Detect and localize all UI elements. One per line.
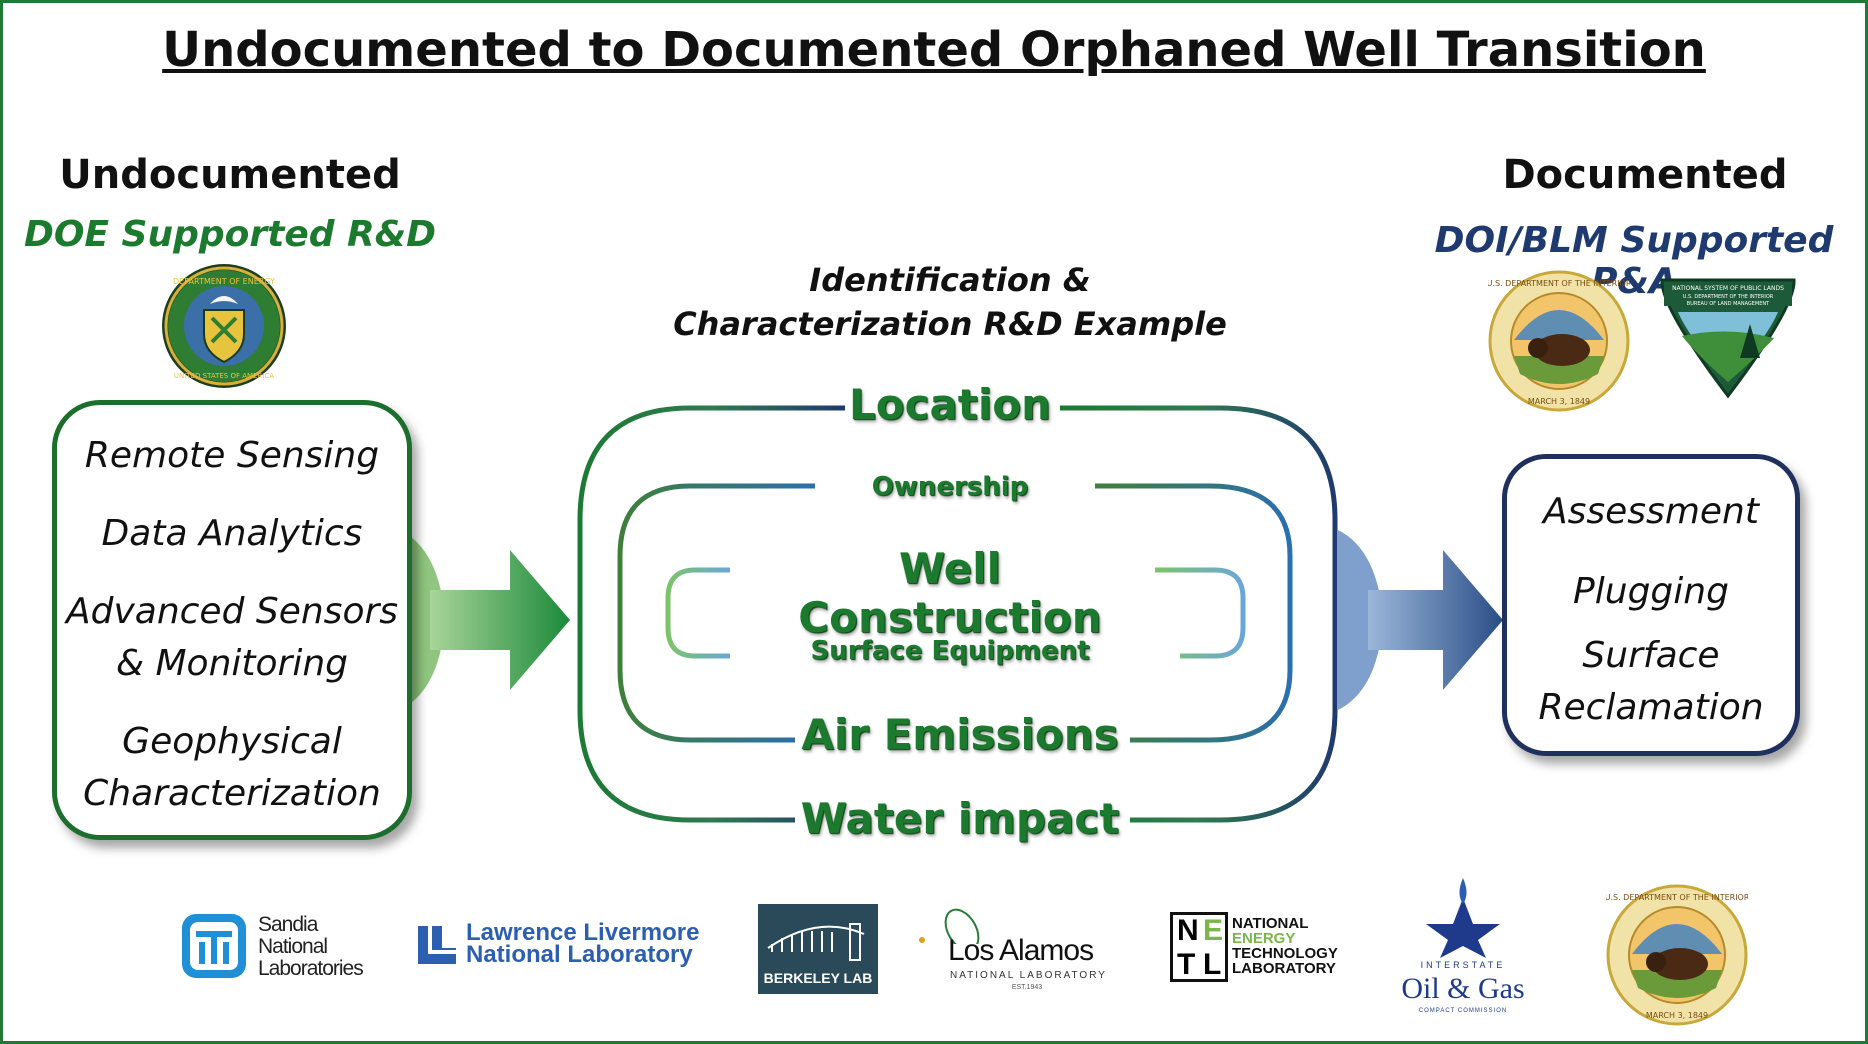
netl-text-3: TECHNOLOGY [1232,945,1338,962]
lanl-text-1: Los Alamos [948,934,1094,967]
iogcc-text-1: INTERSTATE [1420,960,1506,970]
activity-plugging: Plugging [1573,571,1729,612]
doi-seal-icon: U.S. DEPARTMENT OF THE INTERIOR MARCH 3,… [1488,270,1630,412]
doi-seal-text: U.S. DEPARTMENT OF THE INTERIOR [1606,893,1748,902]
diagram-title: Undocumented to Documented Orphaned Well… [162,22,1706,78]
label-surface-equipment: Surface Equipment [810,636,1090,666]
netl-letter-l: L [1203,948,1222,981]
label-location: Location [848,380,1052,429]
doe-seal-text: DEPARTMENT OF ENERGY [173,277,275,286]
label-air-emissions: Air Emissions [801,710,1119,759]
iogcc-logo: INTERSTATE Oil & Gas COMPACT COMMISSION [1400,878,1526,1018]
llnl-logo: Lawrence Livermore National Laboratory [416,919,706,974]
activity-surface: Surface [1582,635,1720,676]
blm-text-3: BUREAU OF LAND MANAGEMENT [1687,301,1770,307]
right-arrow-icon [400,530,570,710]
sandia-logo: Sandia National Laboratories [180,908,380,988]
netl-text-2: ENERGY [1232,930,1296,947]
method-remote-sensing: Remote Sensing [84,435,380,476]
sandia-thunderbird-icon [182,914,246,978]
blm-logo-icon: NATIONAL SYSTEM OF PUBLIC LANDS U.S. DEP… [1660,278,1796,399]
llnl-mark-icon [418,926,456,964]
label-well-construction: Well Construction [798,544,1102,642]
method-data-analytics: Data Analytics [101,513,363,554]
iogcc-text-3: COMPACT COMMISSION [1418,1008,1508,1014]
right-header: Documented [1502,152,1788,198]
netl-logo: N E T L NATIONAL ENERGY TECHNOLOGY LABOR… [1170,912,1350,986]
netl-text-4: LABORATORY [1232,960,1336,977]
berkeley-lab-logo: BERKELEY LAB [758,904,878,994]
doi-seal-text: U.S. DEPARTMENT OF THE INTERIOR [1488,279,1630,288]
netl-mark: N E T L [1170,912,1228,982]
activity-assessment: Assessment [1543,491,1759,532]
lanl-orbit-icon [919,908,980,944]
blm-text-1: NATIONAL SYSTEM OF PUBLIC LANDS [1672,285,1784,292]
iogcc-text-2: Oil & Gas [1401,972,1525,1005]
lanl-text-3: EST.1943 [1011,984,1043,991]
sandia-text-1: Sandia [258,913,318,936]
llnl-text-1: Lawrence Livermore [466,919,700,946]
right-subheader: DOI/BLM Supported P&A [1434,220,1834,302]
doi-seal-date: MARCH 3, 1849 [1528,397,1590,406]
iogcc-star-icon [1426,878,1500,958]
label-water-impact: Water impact [800,794,1120,843]
netl-letter-t: T [1177,948,1196,981]
method-advanced-sensors: Advanced Sensors [65,591,399,632]
left-subheader: DOE Supported R&D [23,214,437,255]
label-ownership: Ownership [871,472,1029,502]
left-header: Undocumented [59,152,401,198]
method-geophysical: Geophysical [122,721,342,762]
pa-activities-box: Assessment Plugging Surface Reclamation [1502,454,1800,756]
doi-seal-date: MARCH 3, 1849 [1646,1011,1708,1020]
blm-text-2: U.S. DEPARTMENT OF THE INTERIOR [1683,294,1774,300]
netl-letter-e: E [1203,914,1224,947]
method-characterization: Characterization [83,773,381,814]
rd-methods-box: Remote Sensing Data Analytics Advanced S… [52,400,412,840]
center-caption-line2: Characterization R&D Example [673,305,1227,343]
activity-reclamation: Reclamation [1538,687,1764,728]
berkeley-text: BERKELEY LAB [763,970,873,986]
netl-letter-n: N [1177,914,1199,947]
doe-seal-icon: DEPARTMENT OF ENERGY UNITED STATES OF AM… [162,264,286,388]
method-monitoring: & Monitoring [115,643,349,684]
center-caption-line1: Identification & [809,261,1091,299]
doe-seal-text-bottom: UNITED STATES OF AMERICA [174,372,274,380]
netl-text-1: NATIONAL [1232,915,1309,932]
nested-ovals [577,405,1338,823]
right-arrow-icon [1338,530,1503,710]
lanl-text-2: NATIONAL LABORATORY [950,970,1107,981]
doi-seal-icon: U.S. DEPARTMENT OF THE INTERIOR MARCH 3,… [1606,884,1748,1026]
sandia-text-2: National [258,935,328,958]
berkeley-building-icon [767,923,865,961]
llnl-text-2: National Laboratory [466,941,693,968]
lanl-logo: Los Alamos NATIONAL LABORATORY EST.1943 [912,904,1112,994]
sandia-text-3: Laboratories [258,957,364,980]
